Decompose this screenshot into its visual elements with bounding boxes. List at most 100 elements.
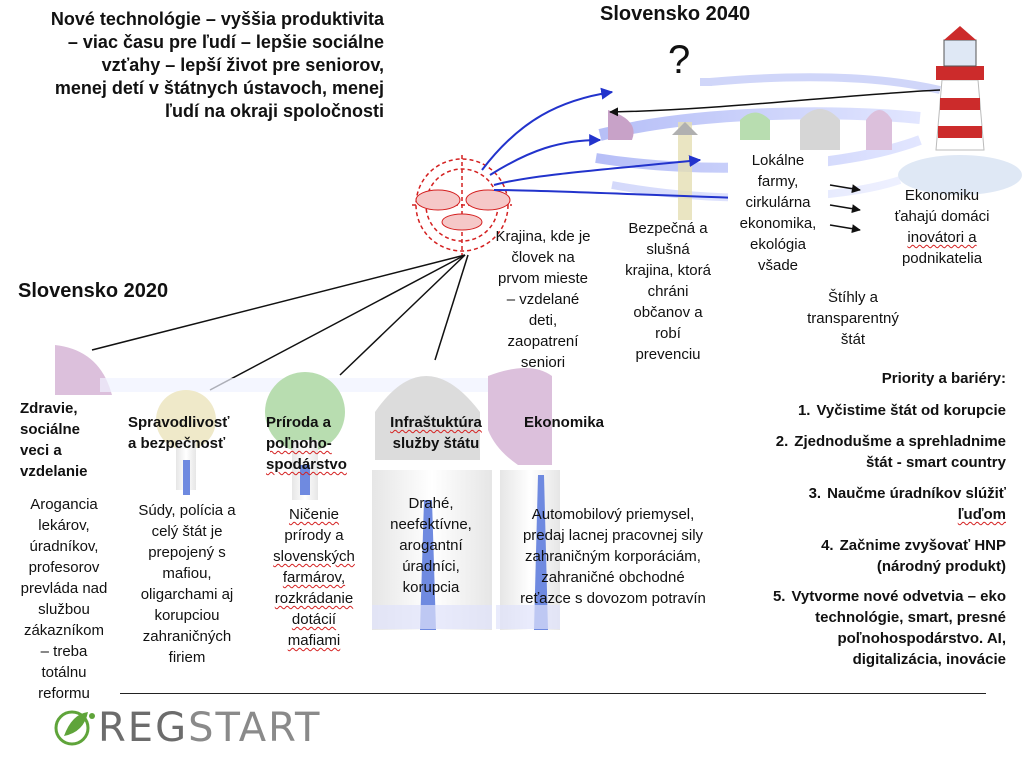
goal-line: farmy, — [757, 173, 799, 190]
priority-item-3: 3.Naučme úradníkov slúžiť ľuďom — [696, 483, 1006, 525]
desc-line: Súdy, polícia a — [138, 502, 236, 519]
regstart-logo: REGSTART — [98, 705, 321, 751]
priority-line: (národný produkt) — [876, 558, 1006, 575]
priority-number: 1. — [797, 402, 811, 419]
category-title-line: veci a — [20, 442, 62, 459]
priority-number: 3. — [808, 485, 822, 502]
goal-line: Bezpečná a — [628, 220, 708, 237]
priority-item-5: 5.Vytvorme nové odvetvia – eko technológ… — [696, 586, 1006, 670]
priority-line: Zjednodušme a sprehladnime — [794, 433, 1006, 450]
desc-line: Ničenie — [288, 506, 340, 523]
regstart-leaf-icon — [54, 710, 95, 746]
priority-line: Vytvorme nové odvetvia – eko — [791, 588, 1006, 605]
goal-safe-country: Bezpečná a slušná krajina, ktorá chráni … — [612, 218, 724, 365]
category-health-desc: Arogancia lekárov, úradníkov, profesorov… — [8, 494, 120, 704]
desc-line: mafiami — [287, 632, 341, 649]
desc-line: zákazníkom — [23, 622, 105, 639]
desc-line: Automobilový priemysel, — [531, 506, 695, 523]
goal-line: ťahajú domáci — [894, 208, 990, 225]
future-pillars — [608, 109, 892, 220]
intro-line: vzťahy – lepší život pre seniorov, — [101, 55, 384, 75]
priority-line: poľnohospodárstvo. AI, — [837, 630, 1006, 647]
priorities-title: Priority a bariéry: — [881, 370, 1006, 387]
goal-people-first: Krajina, kde je človek na prvom mieste –… — [488, 226, 598, 373]
desc-line: predaj lacnej pracovnej sily — [522, 527, 704, 544]
category-title-line: spodárstvo — [266, 456, 347, 473]
goal-line: ekonomika, — [739, 215, 817, 232]
category-title-line: Zdravie, — [20, 400, 78, 417]
goal-line: inovátori a — [907, 229, 977, 246]
goal-line: prvom mieste — [497, 270, 589, 287]
goal-line: seniori — [520, 354, 566, 371]
desc-line: zahraničných — [142, 628, 232, 645]
desc-line: celý štát je — [151, 523, 223, 540]
priority-line: Začnime zvyšovať HNP — [839, 537, 1006, 554]
category-justice-desc: Súdy, polícia a celý štát je prepojený s… — [124, 500, 250, 668]
desc-line: neefektívne, — [390, 516, 472, 533]
goal-line: krajina, ktorá — [625, 262, 711, 279]
goal-line: robí — [655, 325, 681, 342]
category-title-line: Spravodlivosť — [128, 414, 230, 431]
priority-item-2: 2. Zjednodušme a sprehladnime štát - smar… — [696, 431, 1006, 473]
desc-line: rozkrádanie — [274, 590, 354, 607]
goal-local-farms: Lokálne farmy, cirkulárna ekonomika, eko… — [728, 150, 828, 276]
category-nature-desc: Ničenie prírody a slovenských farmárov, … — [258, 504, 370, 651]
intro-line: ľudí na okraji spoločnosti — [165, 101, 384, 121]
category-title-line: a bezpečnosť — [128, 435, 226, 452]
desc-line: službou — [38, 601, 90, 618]
goal-line: všade — [757, 257, 799, 274]
category-title-line: sociálne — [20, 421, 81, 438]
category-title-line: Ekonomika — [524, 414, 605, 431]
goal-line: chráni — [647, 283, 689, 300]
priority-line: technológie, smart, presné — [815, 609, 1006, 626]
desc-line: slovenských — [273, 548, 355, 565]
desc-line: – treba — [40, 643, 88, 660]
priority-line: ľuďom — [957, 506, 1006, 523]
goal-line: človek na — [511, 249, 575, 266]
priority-item-1: 1.Vyčistime štát od korupcie — [696, 400, 1006, 421]
priority-item-4: 4. Začnime zvyšovať HNP (národný produkt) — [696, 535, 1006, 577]
desc-line: firiem — [168, 649, 206, 666]
category-title-line: vzdelanie — [20, 463, 88, 480]
desc-line: zahraničné obchodné — [541, 569, 685, 586]
category-economy-desc: Automobilový priemysel, predaj lacnej pr… — [498, 504, 728, 609]
black-arrows — [609, 89, 941, 234]
goal-line: zaopatrení — [507, 333, 579, 350]
desc-line: arogantní — [399, 537, 463, 554]
desc-line: prírody a — [284, 527, 344, 544]
goal-line: Lokálne — [751, 152, 805, 169]
goal-line: cirkulárna — [745, 194, 811, 211]
priority-number: 2. — [775, 433, 789, 450]
target-icon — [412, 155, 512, 255]
desc-line: úradníci, — [402, 558, 460, 575]
logo-part-1: REG — [98, 705, 189, 751]
priority-line: digitalizácia, inovácie — [852, 651, 1006, 668]
desc-line: mafiou, — [162, 565, 212, 582]
desc-line: korupciou — [154, 607, 220, 624]
intro-text: Nové technológie – vyššia produktivita –… — [8, 8, 384, 123]
present-pillars — [55, 345, 560, 630]
priority-number: 4. — [821, 537, 834, 554]
goal-line: prevenciu — [635, 346, 701, 363]
desc-line: farmárov, — [282, 569, 346, 586]
priority-line: štát - smart country — [865, 454, 1006, 471]
question-mark: ? — [668, 38, 691, 82]
goal-line: podnikatelia — [901, 250, 983, 267]
category-nature: Príroda a poľnoho- spodárstvo — [266, 412, 374, 475]
desc-line: prevláda nad — [20, 580, 108, 597]
category-title-line: Infraštuktúra — [390, 414, 482, 431]
intro-line: – viac času pre ľudí – lepšie sociálne — [67, 32, 384, 52]
category-infrastructure: Infraštuktúra služby štátu — [376, 412, 496, 454]
connector-lines — [91, 254, 469, 391]
goal-domestic-innovators: Ekonomiku ťahajú domáci inovátori a podn… — [872, 185, 1012, 269]
category-infrastructure-desc: Drahé, neefektívne, arogantní úradníci, … — [376, 493, 486, 598]
logo-part-2: START — [188, 705, 322, 751]
category-health: Zdravie, sociálne veci a vzdelanie — [20, 398, 120, 482]
goal-line: – vzdelané — [506, 291, 580, 308]
desc-line: prepojený s — [148, 544, 226, 561]
goal-line: deti, — [528, 312, 558, 329]
present-title: Slovensko 2020 — [18, 280, 169, 302]
desc-line: reťazce s dovozom potravín — [520, 590, 706, 607]
category-title-line: poľnoho- — [266, 435, 332, 452]
